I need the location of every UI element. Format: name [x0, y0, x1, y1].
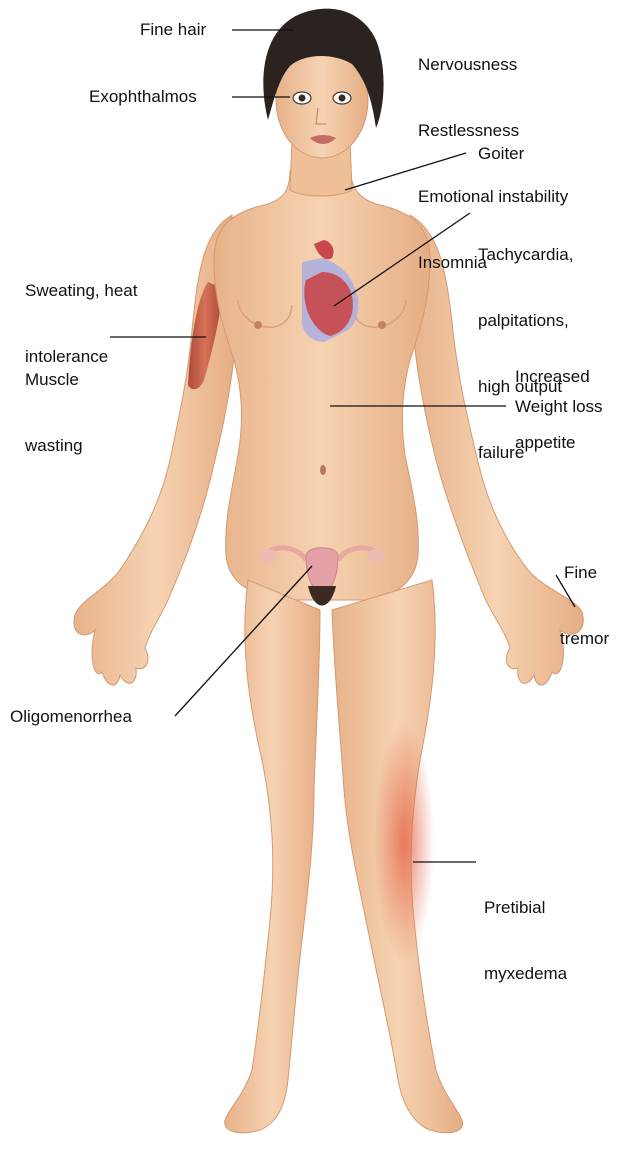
label-pretibial: Pretibial — [484, 897, 567, 919]
label-pretibial-block: Pretibial myxedema — [484, 853, 567, 1029]
torso — [214, 170, 430, 600]
label-muscle: Muscle — [25, 369, 83, 391]
label-weight-loss: Weight loss — [515, 396, 603, 418]
label-restlessness: Restlessness — [418, 120, 568, 142]
label-fine-tremor-block: Fine tremor — [560, 518, 609, 694]
label-fine: Fine — [560, 562, 609, 584]
label-tachycardia: Tachycardia, — [478, 244, 573, 266]
label-wasting: wasting — [25, 435, 83, 457]
label-appetite: appetite — [515, 432, 590, 454]
label-sweating: Sweating, heat — [25, 280, 137, 302]
label-goiter: Goiter — [478, 143, 524, 165]
myxedema-patch — [374, 722, 434, 962]
label-exophthalmos: Exophthalmos — [89, 86, 197, 108]
label-muscle-block: Muscle wasting — [25, 325, 83, 501]
label-fine-hair: Fine hair — [140, 19, 206, 41]
label-nervousness: Nervousness — [418, 54, 568, 76]
label-tremor: tremor — [560, 628, 609, 650]
pubic-hair — [308, 586, 336, 606]
left-leg — [225, 580, 320, 1133]
label-increased: Increased — [515, 366, 590, 388]
label-oligomenorrhea: Oligomenorrhea — [10, 706, 132, 728]
label-myxedema: myxedema — [484, 963, 567, 985]
